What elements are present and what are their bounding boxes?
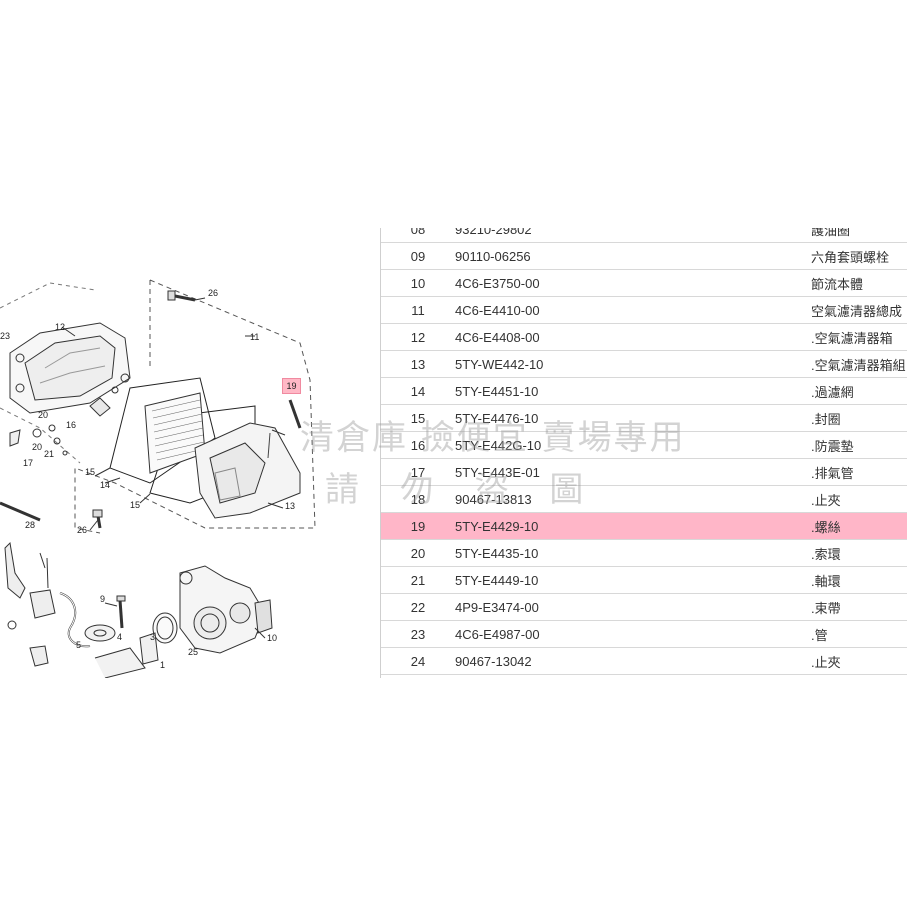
part-number-cell: 5TY-E4449-10 [455, 566, 811, 594]
callout-26-top: 26 [208, 288, 218, 298]
part-name-cell: .空氣濾清器箱 [811, 323, 907, 351]
exploded-parts-diagram: 26 11 12 23 20 16 17 20 21 15 14 15 13 2… [0, 228, 380, 678]
part-index-cell: 12 [381, 323, 455, 351]
part-index-cell: 11 [381, 296, 455, 324]
part-index-cell: 10 [381, 269, 455, 297]
part-index-cell: 13 [381, 350, 455, 378]
part-name-cell: .封圈 [811, 404, 907, 432]
callout-20-lower: 20 [32, 442, 42, 452]
part-number-cell: 4C6-E3750-00 [455, 269, 811, 297]
callout-12: 12 [55, 322, 65, 332]
callout-16: 16 [66, 420, 76, 430]
callout-23: 23 [0, 331, 10, 341]
part-name-cell: 六角套頭螺栓 [811, 242, 907, 270]
part-number-cell: 90467-13813 [455, 485, 811, 513]
callout-9: 9 [100, 594, 105, 604]
callout-1: 1 [160, 660, 165, 670]
part-index-cell: 20 [381, 539, 455, 567]
part-number-cell: 90467-13042 [455, 647, 811, 675]
callout-15-left: 15 [85, 467, 95, 477]
part-name-cell: .索環 [811, 539, 907, 567]
part-name-cell: .螺絲 [811, 512, 907, 540]
part-index-cell: 18 [381, 485, 455, 513]
part-number-cell: 5TY-E443E-01 [455, 458, 811, 486]
callout-3: 3 [150, 632, 155, 642]
part-name-cell: .束帶 [811, 593, 907, 621]
part-name-cell: .軸環 [811, 566, 907, 594]
part-number-cell: 5TY-E4435-10 [455, 539, 811, 567]
part-number-cell: 5TY-WE442-10 [455, 350, 811, 378]
callout-28: 28 [25, 520, 35, 530]
part-index-cell: 08 [381, 228, 455, 243]
part-number-cell: 4C6-E4408-00 [455, 323, 811, 351]
part-name-cell: .止夾 [811, 485, 907, 513]
callout-15-lower: 15 [130, 500, 140, 510]
callout-19-highlighted[interactable]: 19 [282, 378, 301, 394]
part-name-cell: .止夾 [811, 647, 907, 675]
diagram-drawing: 26 11 12 23 20 16 17 20 21 15 14 15 13 2… [0, 279, 316, 678]
callout-5: 5 [76, 640, 81, 650]
part-index-cell: 21 [381, 566, 455, 594]
part-number-cell: 5TY-E442G-10 [455, 431, 811, 459]
part-index-cell: 17 [381, 458, 455, 486]
part-number-cell: 5TY-E4476-10 [455, 404, 811, 432]
part-number-cell: 93210-29802 [455, 228, 811, 243]
callout-13: 13 [285, 501, 295, 511]
callout-26-bottom: 26 [77, 525, 87, 535]
part-name-cell: 節流本體 [811, 269, 907, 297]
part-number-cell: 4P9-E3474-00 [455, 593, 811, 621]
part-index-cell: 15 [381, 404, 455, 432]
part-index-cell: 14 [381, 377, 455, 405]
part-name-cell: 空氣濾清器總成 [811, 296, 907, 324]
part-number-cell: 5TY-E4429-10 [455, 512, 811, 540]
part-number-cell: 4C6-E4987-00 [455, 620, 811, 648]
part-name-cell: .管 [811, 620, 907, 648]
part-index-cell: 24 [381, 647, 455, 675]
callout-4: 4 [117, 632, 122, 642]
part-index-cell: 09 [381, 242, 455, 270]
part-index-cell: 19 [381, 512, 455, 540]
part-number-cell: 5TY-E4451-10 [455, 377, 811, 405]
part-name-cell: 護油圈 [811, 228, 907, 243]
callout-21: 21 [44, 449, 54, 459]
part-number-cell: 90110-06256 [455, 242, 811, 270]
part-index-cell: 16 [381, 431, 455, 459]
callout-10: 10 [267, 633, 277, 643]
part-name-cell: .排氣管 [811, 458, 907, 486]
part-name-cell: .過濾網 [811, 377, 907, 405]
part-name-cell: .防震墊 [811, 431, 907, 459]
callout-11: 11 [250, 332, 259, 342]
part-index-cell: 23 [381, 620, 455, 648]
part-index-cell: 22 [381, 593, 455, 621]
callout-14: 14 [100, 480, 110, 490]
callout-20-upper: 20 [38, 410, 48, 420]
callout-25: 25 [188, 647, 198, 657]
part-number-cell: 4C6-E4410-00 [455, 296, 811, 324]
callout-17: 17 [23, 458, 33, 468]
part-name-cell: .空氣濾清器箱組 [811, 350, 907, 378]
